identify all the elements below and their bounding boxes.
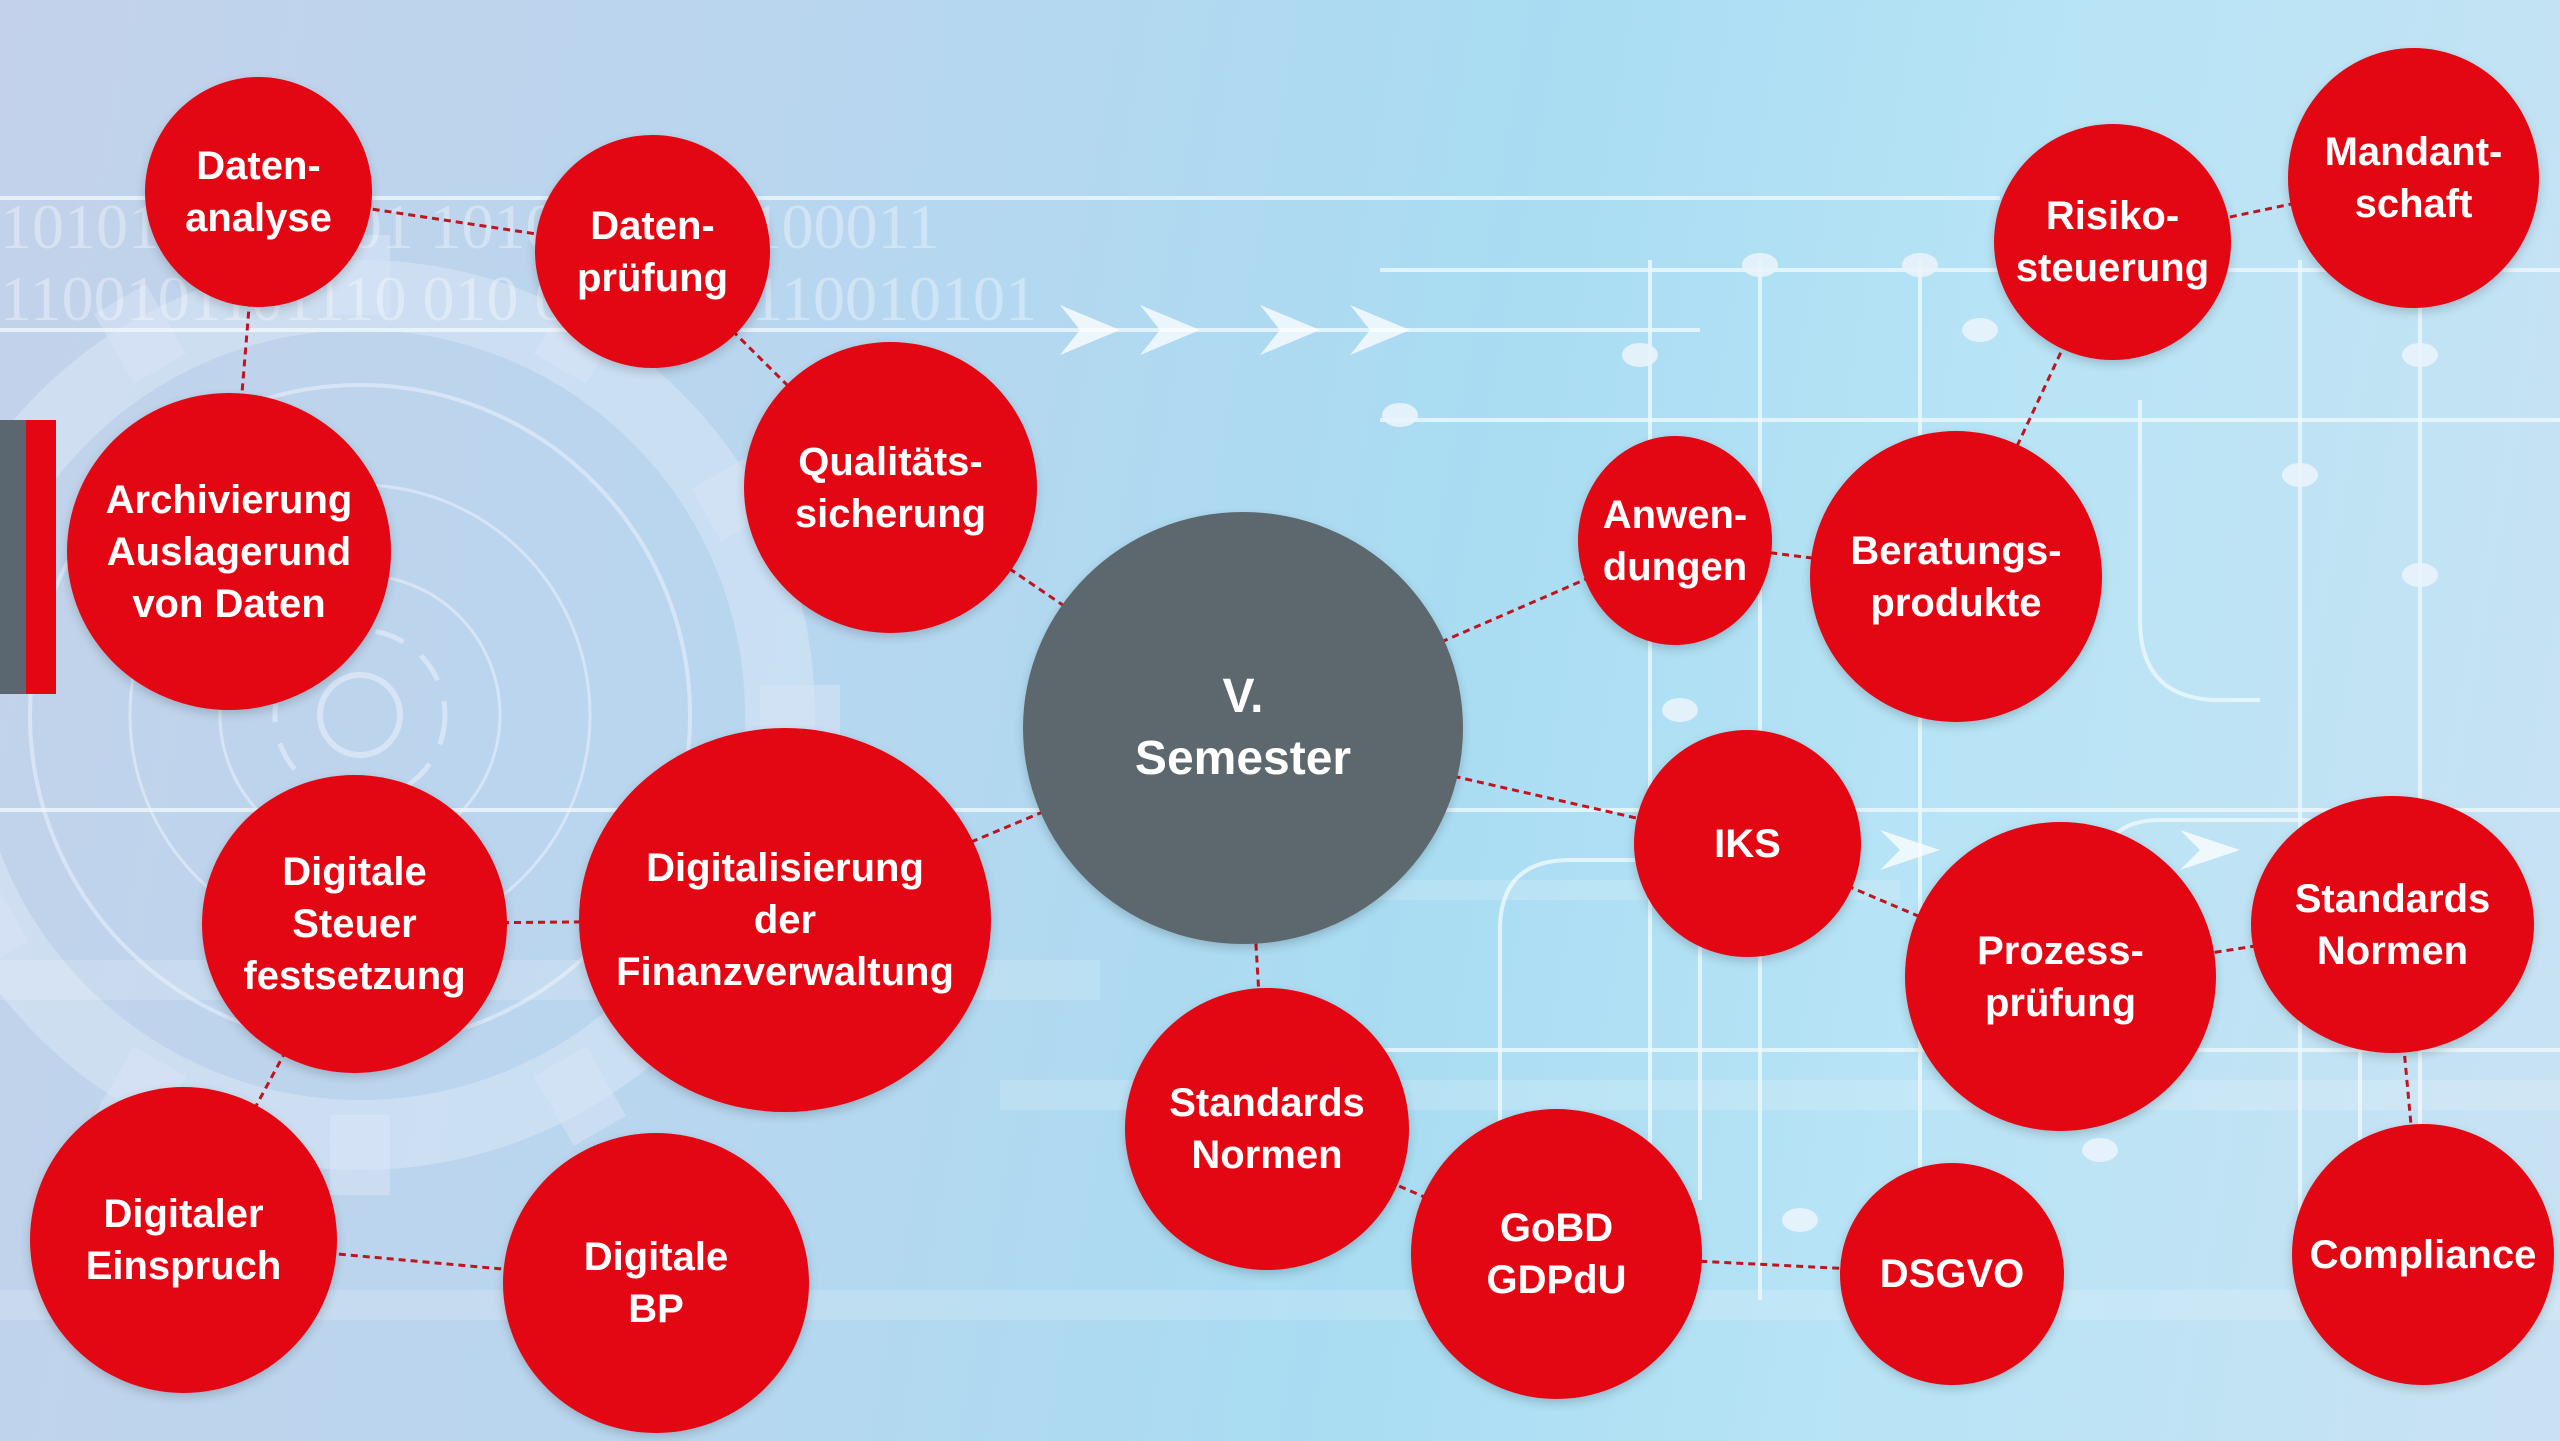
circuit-dots bbox=[1382, 253, 2438, 1232]
connector-iks-prozesspruefung bbox=[1746, 842, 2062, 978]
node-semester: V. Semester bbox=[1023, 512, 1463, 944]
node-digitale-bp: Digitale BP bbox=[503, 1133, 809, 1433]
node-compliance: Compliance bbox=[2292, 1124, 2554, 1385]
node-datenpruefung: Daten- prüfung bbox=[535, 135, 770, 368]
node-beratungsprodukte: Beratungs- produkte bbox=[1810, 431, 2102, 722]
node-anwendungen: Anwen- dungen bbox=[1578, 436, 1772, 645]
node-mandantschaft: Mandant- schaft bbox=[2288, 48, 2539, 308]
side-accent-bar bbox=[0, 420, 56, 694]
node-qualitaetssicherung: Qualitäts- sicherung bbox=[744, 342, 1037, 633]
node-gobd: GoBD GDPdU bbox=[1411, 1109, 1702, 1399]
node-dsgvo: DSGVO bbox=[1840, 1163, 2064, 1385]
node-archivierung: Archivierung Auslagerund von Daten bbox=[67, 393, 391, 710]
node-datenanalyse: Daten- analyse bbox=[145, 77, 372, 307]
node-iks: IKS bbox=[1634, 730, 1861, 957]
node-digitaler-einspruch: Digitaler Einspruch bbox=[30, 1087, 337, 1393]
node-digitale-steuer: Digitale Steuer festsetzung bbox=[202, 775, 507, 1073]
node-digitalisierung: Digitalisierung der Finanzverwaltung bbox=[579, 728, 991, 1112]
data-arrows bbox=[1060, 305, 2240, 870]
node-prozesspruefung: Prozess- prüfung bbox=[1905, 822, 2216, 1131]
svg-text:1100101101110 010 011100111001: 1100101101110 010 0111001110010101 bbox=[0, 263, 1037, 334]
node-standards-normen-1: Standards Normen bbox=[1125, 988, 1409, 1270]
node-standards-normen-2: Standards Normen bbox=[2251, 796, 2534, 1053]
node-risikosteuerung: Risiko- steuerung bbox=[1994, 124, 2231, 360]
